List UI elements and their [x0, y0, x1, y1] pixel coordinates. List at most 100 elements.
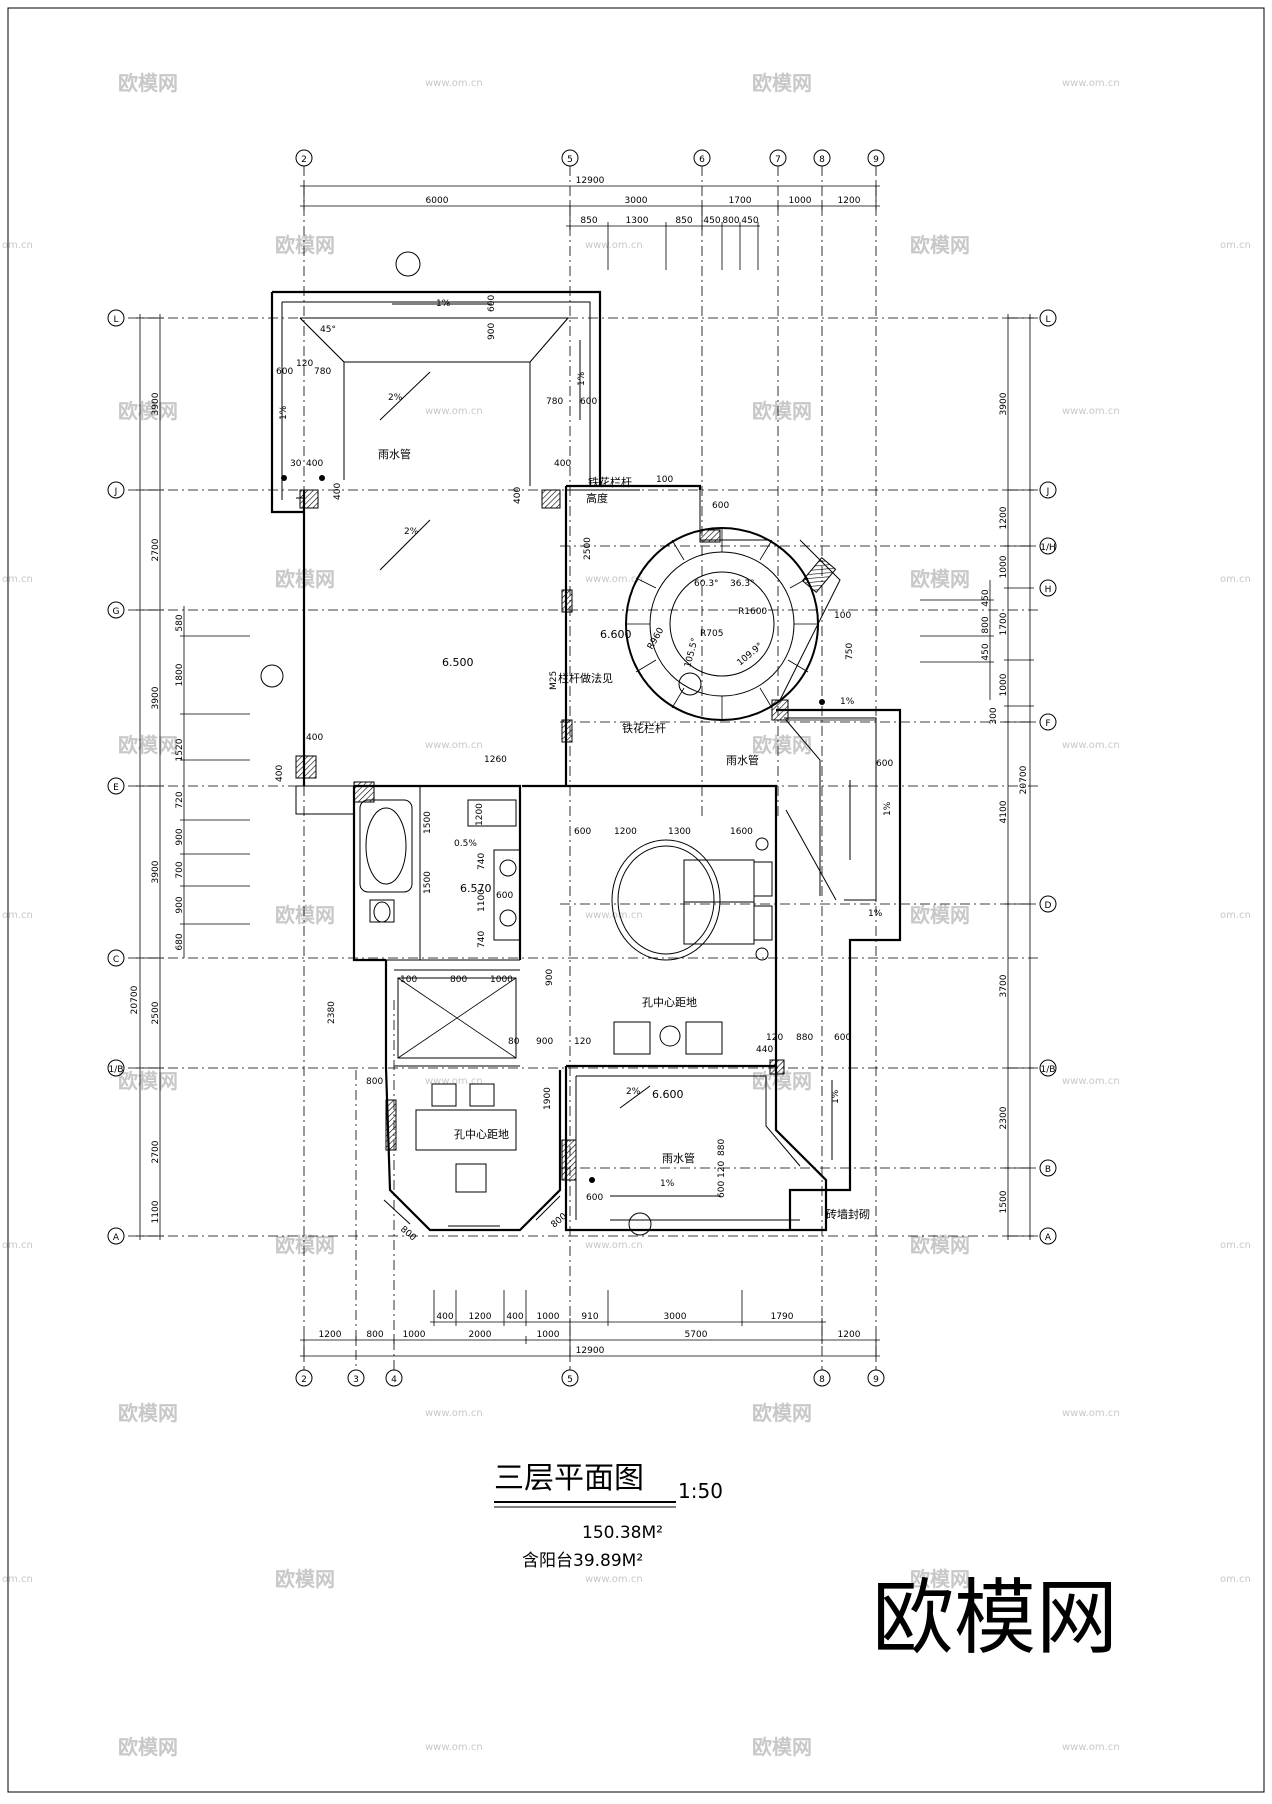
label-brick-seal: 砖墙封砌 — [826, 1207, 870, 1221]
svg-text:800: 800 — [722, 216, 739, 226]
label-railing-top: 铁花栏杆 — [588, 475, 632, 489]
watermark-brand: 欧模网 — [752, 1735, 812, 1759]
svg-text:1200: 1200 — [319, 1330, 342, 1340]
svg-text:3700: 3700 — [999, 974, 1009, 997]
svg-text:8: 8 — [819, 1375, 825, 1385]
svg-text:9: 9 — [873, 1375, 879, 1385]
right-axis-bubbles: L J 1/H H F D 1/B B A — [1039, 309, 1057, 1245]
label-rain-pipe: 雨水管 — [662, 1151, 695, 1165]
watermark-url: om.cn — [1220, 910, 1251, 921]
logo-watermark: 欧模网 — [872, 1571, 1118, 1666]
svg-text:J: J — [114, 487, 118, 497]
svg-text:2380: 2380 — [327, 1001, 337, 1024]
svg-text:A: A — [1045, 1233, 1052, 1243]
title-block: 三层平面图 1:50 150.38M² 含阳台39.89M² — [494, 1461, 723, 1571]
floor-area-balcony: 含阳台39.89M² — [522, 1551, 643, 1571]
watermark-brand: 欧模网 — [118, 1735, 178, 1759]
svg-text:3000: 3000 — [664, 1312, 687, 1322]
svg-text:1800: 1800 — [175, 663, 185, 686]
svg-text:J: J — [1046, 487, 1050, 497]
axis-lines — [128, 166, 1040, 1370]
svg-text:1200: 1200 — [475, 803, 485, 826]
watermark-url: om.cn — [1220, 574, 1251, 585]
svg-text:2: 2 — [301, 1375, 307, 1385]
svg-text:3900: 3900 — [151, 860, 161, 883]
drawing-scale: 1:50 — [678, 1479, 723, 1503]
watermark-brand: 欧模网 — [118, 1401, 178, 1425]
svg-text:120: 120 — [717, 1161, 727, 1178]
label-hole-center: 孔中心距地 — [454, 1128, 509, 1141]
bedroom-furniture — [611, 837, 773, 1055]
svg-text:400: 400 — [333, 483, 343, 500]
watermark-brand: 欧模网 — [118, 399, 178, 423]
watermark-url: www.om.cn — [425, 740, 483, 751]
svg-text:800: 800 — [366, 1330, 383, 1340]
watermark-brand: 欧模网 — [910, 567, 970, 591]
svg-text:5: 5 — [567, 155, 573, 165]
svg-text:1300: 1300 — [626, 216, 649, 226]
svg-text:400: 400 — [436, 1312, 453, 1322]
watermark-url: www.om.cn — [425, 1742, 483, 1753]
svg-text:1200: 1200 — [614, 827, 637, 837]
svg-text:R705: R705 — [700, 629, 723, 639]
sheet-border — [7, 7, 1265, 1793]
svg-text:3900: 3900 — [151, 392, 161, 415]
svg-text:750: 750 — [845, 643, 855, 660]
watermark-brand: 欧模网 — [910, 233, 970, 257]
svg-text:1600: 1600 — [730, 827, 753, 837]
svg-text:800: 800 — [398, 1225, 418, 1244]
svg-text:2300: 2300 — [999, 1106, 1009, 1129]
walls — [270, 290, 902, 1232]
svg-text:580: 580 — [175, 614, 185, 631]
svg-text:720: 720 — [175, 791, 185, 808]
svg-text:3: 3 — [353, 1375, 359, 1385]
spiral-stair — [625, 527, 841, 721]
svg-text:7: 7 — [775, 155, 781, 165]
left-axis-bubbles: L J G E C 1/B A — [107, 309, 125, 1245]
svg-text:1700: 1700 — [999, 612, 1009, 635]
svg-text:R960: R960 — [646, 626, 667, 652]
label-rain-pipe: 雨水管 — [726, 753, 759, 767]
svg-text:4100: 4100 — [999, 800, 1009, 823]
svg-text:1100: 1100 — [151, 1200, 161, 1223]
svg-text:600: 600 — [276, 367, 293, 377]
label-rain-pipe: 雨水管 — [378, 447, 411, 461]
svg-text:36.3°: 36.3° — [730, 579, 755, 589]
svg-text:L: L — [113, 315, 118, 325]
svg-text:400: 400 — [506, 1312, 523, 1322]
watermark-url: om.cn — [2, 910, 33, 921]
watermark-brand: 欧模网 — [752, 399, 812, 423]
symbols — [260, 251, 825, 1236]
svg-text:800: 800 — [366, 1077, 383, 1087]
svg-text:1200: 1200 — [469, 1312, 492, 1322]
inner-dimensions: 600 120 780 780 600 900 600 30 400 400 4… — [275, 295, 893, 1244]
svg-text:D: D — [1045, 901, 1052, 911]
svg-text:5: 5 — [567, 1375, 573, 1385]
svg-text:12900: 12900 — [576, 1346, 605, 1356]
svg-text:2500: 2500 — [583, 537, 593, 560]
svg-text:G: G — [113, 607, 120, 617]
bottom-axis-bubbles: 2 3 4 5 8 9 — [295, 1369, 885, 1387]
svg-text:12900: 12900 — [576, 176, 605, 186]
watermark-url: om.cn — [1220, 1574, 1251, 1585]
label-elevation: 6.600 — [652, 1088, 684, 1101]
svg-text:600: 600 — [580, 397, 597, 407]
label-railing-see: 栏杆做法见 — [558, 671, 613, 685]
svg-text:30: 30 — [290, 459, 302, 469]
watermark-url: www.om.cn — [1062, 78, 1120, 89]
watermark-brand: 欧模网 — [910, 903, 970, 927]
svg-text:450: 450 — [741, 216, 758, 226]
svg-text:800: 800 — [981, 616, 991, 633]
watermark-url: www.om.cn — [425, 406, 483, 417]
svg-text:80: 80 — [508, 1037, 520, 1047]
watermark-brand: 欧模网 — [275, 233, 335, 257]
watermark-url: www.om.cn — [1062, 406, 1120, 417]
svg-text:1000: 1000 — [999, 555, 1009, 578]
svg-text:R1600: R1600 — [738, 607, 767, 617]
svg-text:1000: 1000 — [789, 196, 812, 206]
floor-area: 150.38M² — [582, 1523, 663, 1543]
svg-text:2%: 2% — [388, 393, 403, 403]
svg-text:105.5°: 105.5° — [683, 637, 700, 669]
watermark-url: www.om.cn — [585, 574, 643, 585]
svg-text:60.3°: 60.3° — [694, 579, 719, 589]
